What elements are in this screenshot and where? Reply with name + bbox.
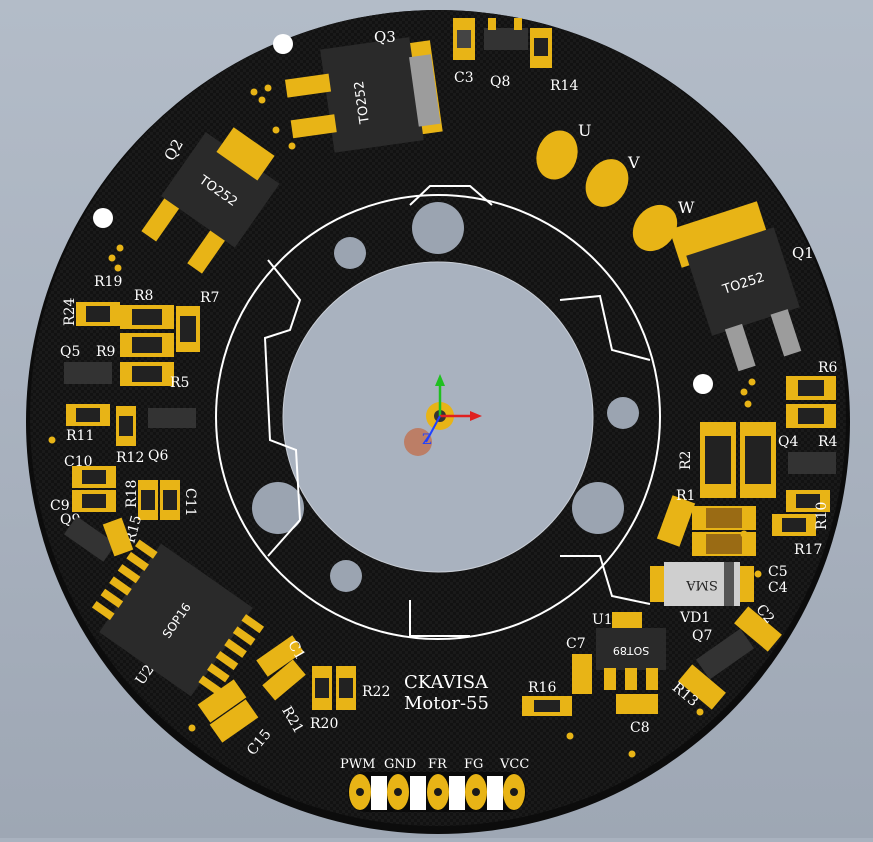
capacitor-c8 [616, 694, 658, 714]
phase-v-label: V [627, 153, 640, 172]
axis-z-label: Z [422, 432, 432, 448]
c9-refdes: C9 [50, 498, 70, 514]
right-big-resistors [656, 422, 776, 547]
left-cluster [64, 302, 200, 520]
q6-refdes: Q6 [148, 448, 168, 464]
top-small-parts [453, 18, 552, 68]
transistor-q9 [64, 516, 116, 562]
pin-label-fr: FR [428, 757, 448, 772]
right-cluster [772, 376, 836, 536]
c3-refdes: C3 [454, 70, 474, 86]
r9-refdes: R9 [96, 344, 115, 360]
q3-package: TO252 [352, 80, 373, 126]
mounting-holes [93, 34, 713, 592]
mosfet-q2: TO252 [141, 127, 280, 274]
c7-refdes: C7 [566, 636, 586, 652]
ic-u2: SOP16 [91, 539, 265, 697]
c11-refdes: C11 [182, 488, 198, 517]
vias [48, 84, 762, 758]
phase-pads: U V W [536, 121, 695, 252]
keepout-outline [215, 185, 661, 640]
r8-refdes: R8 [134, 288, 153, 304]
regulator-u1: SOT89 [596, 612, 666, 690]
r11-refdes: R11 [66, 428, 94, 444]
pin-label-gnd: GND [384, 757, 416, 772]
r17-refdes: R17 [794, 542, 822, 558]
vd1-refdes: VD1 [679, 610, 710, 626]
c8-refdes: C8 [630, 720, 650, 736]
connector-header [348, 772, 526, 812]
bottom-left-parts [197, 635, 356, 743]
pin-label-pwm: PWM [340, 757, 375, 772]
r16-refdes: R16 [528, 680, 556, 696]
r5-refdes: R5 [170, 375, 189, 391]
pin-label-vcc: VCC [499, 757, 529, 772]
c4-refdes: C4 [768, 580, 788, 596]
q1-refdes: Q1 [792, 244, 814, 262]
brand-label: CKAVISA [404, 672, 489, 693]
r24-refdes: R24 [62, 298, 78, 326]
r14-refdes: R14 [550, 78, 578, 94]
mosfet-q3: TO252 [284, 37, 443, 153]
r4-refdes: R4 [818, 434, 838, 450]
c10-refdes: C10 [64, 454, 93, 470]
diode-vd1: SMA [650, 562, 754, 606]
r10-refdes: R10 [814, 502, 830, 530]
u1-refdes: U1 [592, 612, 613, 628]
bottom-right-parts [678, 606, 782, 710]
u1-package: SOT89 [613, 644, 649, 657]
phase-w-label: W [678, 198, 695, 217]
r22-refdes: R22 [362, 684, 390, 700]
model-label: Motor-55 [404, 693, 489, 714]
q3-refdes: Q3 [374, 28, 396, 46]
r6-refdes: R6 [818, 360, 838, 376]
r18-refdes: R18 [124, 480, 140, 508]
q7-refdes: Q7 [692, 628, 712, 644]
r2-refdes: R2 [678, 451, 694, 470]
r19-refdes: R19 [94, 274, 122, 290]
capacitor-c7 [572, 654, 592, 694]
axis-gizmo: Z [404, 374, 482, 456]
phase-u-label: U [578, 121, 591, 140]
vd1-package: SMA [686, 577, 718, 592]
q5-refdes: Q5 [60, 344, 80, 360]
r1-refdes: R1 [676, 488, 695, 504]
r7-refdes: R7 [200, 290, 219, 306]
resistor-r15 [102, 517, 134, 557]
q4-refdes: Q4 [778, 434, 798, 450]
r12-refdes: R12 [116, 450, 144, 466]
mosfet-q1: TO252 [669, 201, 802, 372]
pin-label-fg: FG [464, 757, 483, 772]
r20-refdes: R20 [310, 716, 338, 732]
q8-refdes: Q8 [490, 74, 510, 90]
c5-refdes: C5 [768, 564, 788, 580]
